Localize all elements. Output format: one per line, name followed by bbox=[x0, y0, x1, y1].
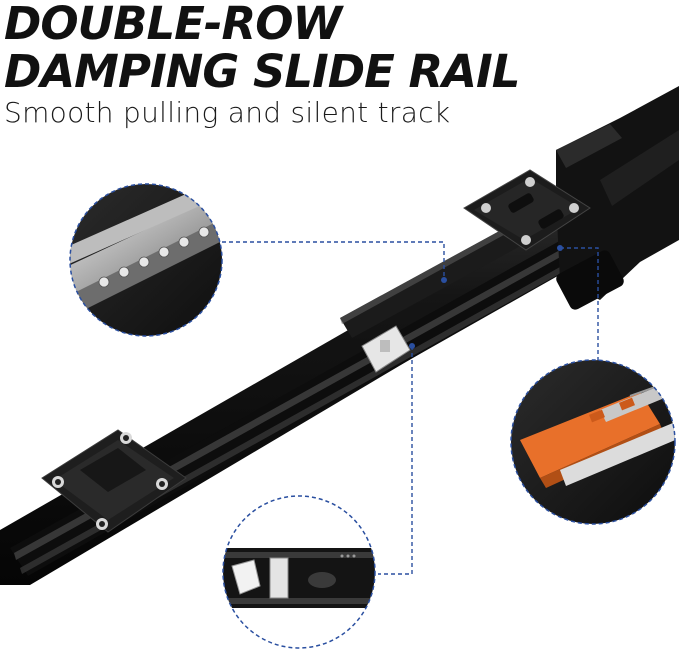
subheadline: Smooth pulling and silent track bbox=[4, 96, 451, 129]
headline-line-2: DAMPING SLIDE RAIL bbox=[4, 45, 520, 98]
bottom-mounting-bracket bbox=[41, 429, 187, 533]
orange-damper-closeup-icon bbox=[510, 359, 676, 525]
callout-leaders bbox=[222, 241, 599, 575]
latch-clip-closeup-icon bbox=[222, 495, 376, 649]
ball-bearing-closeup-icon bbox=[69, 183, 223, 337]
top-mounting-bracket bbox=[463, 169, 591, 251]
headline-line-1: DOUBLE-ROW bbox=[4, 0, 342, 50]
latch-clip bbox=[361, 325, 411, 373]
headline: DOUBLE-ROW DAMPING SLIDE RAIL bbox=[4, 0, 520, 98]
